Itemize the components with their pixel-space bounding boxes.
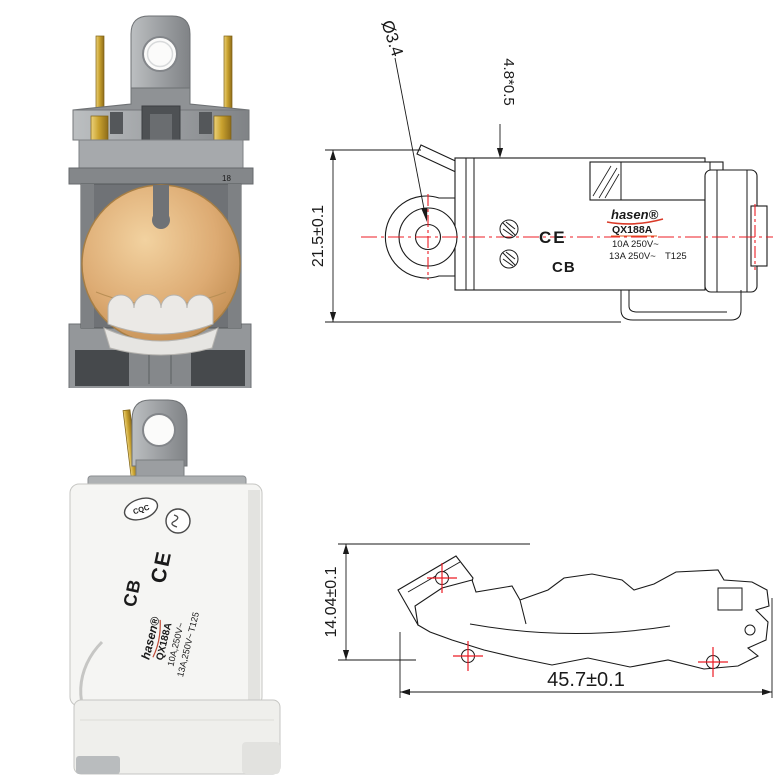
dim-height-label: 14.04±0.1 — [323, 566, 340, 637]
mounting-ear — [130, 15, 191, 99]
top-view-drawing: CE CB hasen® QX188A 10A 250V~ 13A 250V~ … — [310, 18, 773, 323]
pin-base-left — [90, 115, 109, 143]
dim-width-45-7: 45.7±0.1 — [399, 598, 773, 698]
dim-height-21-5: 21.5±0.1 — [310, 149, 621, 323]
pin-base-right — [213, 115, 232, 143]
cert-mark-icon — [165, 508, 191, 534]
part-number-label: 18 — [222, 174, 231, 183]
bimetal-disc — [81, 184, 241, 344]
dim-height-14-04: 14.04±0.1 — [323, 543, 530, 661]
dim-slot: 4.8*0.5 — [496, 58, 517, 158]
base-housing — [73, 699, 281, 775]
alignment-target — [698, 647, 728, 677]
brand-logo: hasen® — [611, 207, 659, 222]
rating-2: 13A 250V~ — [609, 251, 656, 262]
part-outline — [397, 555, 770, 670]
temp-class: T125 — [665, 251, 687, 262]
rivet-icon — [499, 219, 519, 239]
hatch-pattern — [592, 165, 620, 199]
centerlines — [361, 194, 773, 280]
front-view-photo: 18 — [68, 15, 254, 388]
rating-1: 10A 250V~ — [612, 239, 659, 250]
model-number: QX188A — [612, 224, 653, 236]
alignment-target — [427, 563, 457, 593]
contact-carrier — [107, 294, 214, 335]
cb-mark: CB — [552, 259, 576, 276]
dim-slot-label: 4.8*0.5 — [500, 58, 517, 106]
ce-mark: CE — [539, 228, 567, 247]
dim-hole-dia: Ø3.4 — [378, 18, 428, 222]
temp-class: T125 — [186, 611, 201, 633]
alignment-target — [453, 641, 483, 671]
mounting-ear — [131, 399, 188, 467]
mounting-hole — [142, 413, 176, 447]
dim-height-label: 21.5±0.1 — [310, 205, 327, 267]
dim-width-label: 45.7±0.1 — [547, 669, 625, 691]
label-block: hasen® QX188A 10A,250V~ 13A,250V~ T125 — [138, 611, 201, 678]
part-outline — [384, 144, 768, 321]
ceramic-insert — [103, 327, 219, 356]
brand-swoosh — [606, 218, 664, 225]
brand-swoosh — [152, 619, 161, 658]
rivet-icon — [499, 249, 519, 269]
dim-hole-label: Ø3.4 — [378, 18, 407, 59]
side-view-photo: CQC CE CB hasen® QX188A 10A,250V~ 13A,25… — [69, 399, 281, 775]
cqc-mark: CQC — [123, 497, 159, 521]
upper-housing: 18 — [68, 87, 254, 185]
profile-drawing: 14.04±0.1 45.7±0.1 — [323, 543, 773, 698]
